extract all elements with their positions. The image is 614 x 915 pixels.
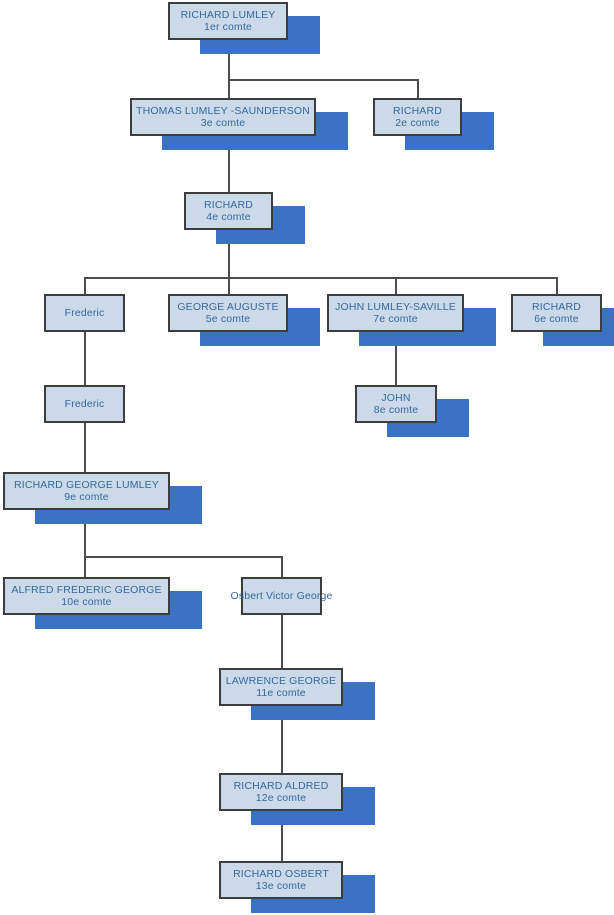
person-title: 12e comte [255, 792, 307, 804]
connector-bus-n9-children [84, 556, 282, 558]
person-title: 3e comte [200, 117, 246, 129]
person-node-nf1[interactable]: Frederic [44, 294, 125, 332]
person-name: ALFRED FREDERIC GEORGE [11, 583, 162, 596]
person-name: RICHARD [532, 300, 581, 313]
person-title: 7e comte [373, 313, 418, 325]
person-name: GEORGE AUGUSTE [177, 300, 279, 313]
person-title: 13e comte [255, 880, 307, 892]
connector-nf2-down-to-n9 [84, 423, 86, 472]
connector-n4-down-to-bus [228, 230, 230, 277]
person-title: 10e comte [61, 596, 112, 608]
connector-n9-down-to-bus [84, 510, 86, 556]
connector-n11-down-to-n12 [281, 706, 283, 773]
person-title: 11e comte [256, 687, 306, 699]
person-name: Osbert Victor George [230, 589, 333, 602]
connector-n7-riser [395, 277, 397, 294]
connector-n3-riser [228, 79, 230, 98]
connector-nf1-down-to-nf2 [84, 332, 86, 385]
person-name: RICHARD OSBERT [233, 867, 329, 880]
person-name: RICHARD LUMLEY [180, 8, 276, 21]
person-node-nf2[interactable]: Frederic [44, 385, 125, 423]
person-title: 8e comte [373, 404, 419, 416]
person-name: Frederic [64, 306, 105, 319]
person-name: LAWRENCE GEORGE [225, 674, 337, 687]
connector-n6-riser [556, 277, 558, 294]
person-title: 6e comte [534, 313, 579, 325]
person-name: Frederic [64, 397, 105, 410]
person-name: JOHN [381, 391, 411, 404]
person-title: 9e comte [64, 491, 109, 503]
person-title: 2e comte [395, 117, 440, 129]
person-title: 1er comte [203, 21, 253, 33]
person-name: RICHARD [393, 104, 442, 117]
connector-n2-riser [417, 79, 419, 98]
person-title: 5e comte [205, 313, 251, 325]
connector-n7-down-to-n8 [395, 332, 397, 385]
connector-bus-n1-children [228, 79, 418, 81]
person-name: RICHARD GEORGE LUMLEY [14, 478, 159, 491]
connector-novg-down-to-n11 [281, 615, 283, 668]
connector-n12-down-to-n13 [281, 811, 283, 861]
person-name: RICHARD ALDRED [233, 779, 329, 792]
connector-bus-n4-children [84, 277, 557, 279]
connector-novg-riser [281, 556, 283, 577]
connector-n10-riser [84, 556, 86, 577]
person-node-novg[interactable]: Osbert Victor George [230, 577, 332, 615]
connector-n3-down-to-n4 [228, 136, 230, 192]
person-name: THOMAS LUMLEY -SAUNDERSON [136, 104, 310, 117]
person-name: RICHARD [204, 198, 253, 211]
person-title: 4e comte [206, 211, 251, 223]
connector-n1-down-to-bus [228, 40, 230, 79]
connector-n5-riser [228, 277, 230, 294]
connector-nf1-riser [84, 277, 86, 294]
person-name: JOHN LUMLEY-SAVILLE [335, 300, 456, 313]
